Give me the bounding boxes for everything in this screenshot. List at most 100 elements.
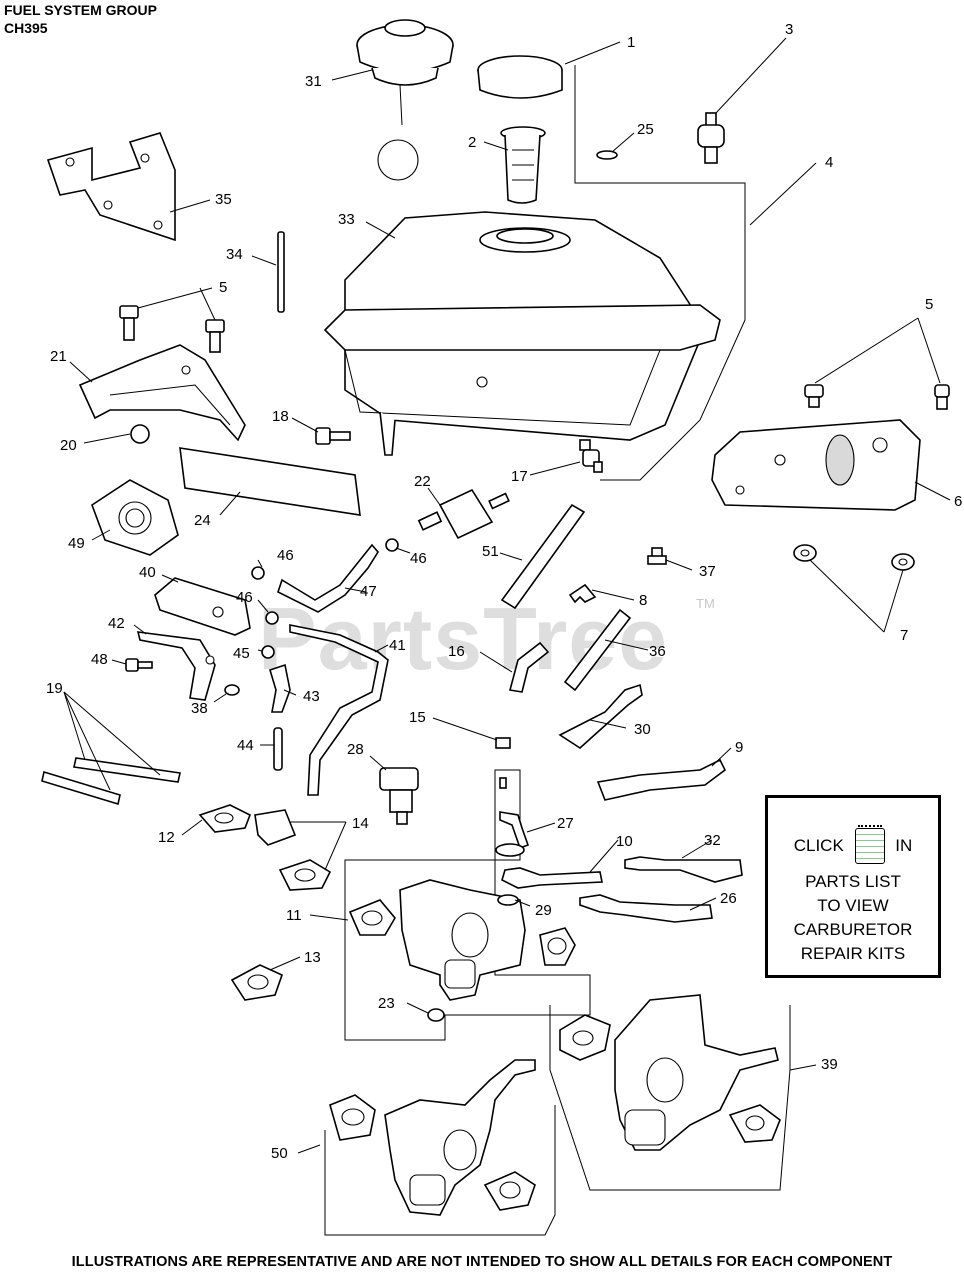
grommets[interactable] xyxy=(793,544,915,571)
hose-36[interactable] xyxy=(563,608,632,692)
corrugated-hose[interactable] xyxy=(509,641,550,693)
callout-line: TO VIEW xyxy=(817,896,889,915)
tank-pad-strip[interactable] xyxy=(179,447,361,516)
hose-clip[interactable] xyxy=(568,583,597,604)
part-label-13: 13 xyxy=(304,949,321,966)
part-label-34: 34 xyxy=(226,246,243,263)
tank-mount-bracket[interactable] xyxy=(78,344,246,442)
callout-lines: PARTS LIST TO VIEW CARBURETOR REPAIR KIT… xyxy=(768,870,938,966)
clip-15[interactable] xyxy=(495,737,511,749)
part-label-29: 29 xyxy=(535,902,552,919)
part-label-44: 44 xyxy=(237,737,254,754)
lever-10[interactable] xyxy=(501,867,603,889)
part-label-8: 8 xyxy=(639,592,647,609)
part-label-25: 25 xyxy=(637,121,654,138)
leader-lines xyxy=(63,37,951,1154)
bolt-48[interactable] xyxy=(125,658,153,672)
part-label-22: 22 xyxy=(414,473,431,490)
carburetor-repair-kits-callout[interactable]: CLICK IN PARTS LIST TO VIEW CARBURETOR R… xyxy=(765,795,941,978)
gasket-12[interactable] xyxy=(198,804,252,833)
lever-26[interactable] xyxy=(579,894,713,923)
flange-bolt-right[interactable] xyxy=(804,384,950,410)
part-label-2: 2 xyxy=(468,134,476,151)
part-label-46-a: 46 xyxy=(277,547,294,564)
fuel-tubes[interactable] xyxy=(41,757,181,806)
part-label-17: 17 xyxy=(511,468,528,485)
linkage-27[interactable] xyxy=(495,777,530,857)
part-label-19: 19 xyxy=(46,680,63,697)
hose-clamp-45[interactable] xyxy=(261,645,275,659)
tank-fitting[interactable] xyxy=(579,439,603,473)
part-label-38: 38 xyxy=(191,700,208,717)
flange-nut[interactable] xyxy=(130,424,150,444)
hose-43[interactable] xyxy=(269,663,291,713)
washer[interactable] xyxy=(596,150,618,160)
part-label-39: 39 xyxy=(821,1056,838,1073)
callout-row: CLICK IN xyxy=(768,825,938,864)
hose-51[interactable] xyxy=(500,503,586,610)
fuel-hose-47[interactable] xyxy=(277,543,379,613)
tank-pin[interactable] xyxy=(277,231,285,313)
page-title: FUEL SYSTEM GROUP xyxy=(4,2,157,18)
bracket-42[interactable] xyxy=(136,631,216,701)
part-label-7: 7 xyxy=(900,627,908,644)
fuel-solenoid[interactable] xyxy=(379,767,419,825)
lever-32[interactable] xyxy=(624,856,743,883)
choke-lever-30[interactable] xyxy=(558,683,643,750)
fuel-pump[interactable] xyxy=(91,479,179,556)
group-line-50 xyxy=(324,1105,556,1236)
callout-line: CARBURETOR xyxy=(793,920,913,939)
pump-bracket[interactable] xyxy=(154,577,251,636)
fuel-valve[interactable] xyxy=(697,112,725,164)
model-number: CH395 xyxy=(4,20,48,36)
group-line-carb-11 xyxy=(344,769,591,1041)
part-label-28: 28 xyxy=(347,741,364,758)
part-label-4: 4 xyxy=(825,154,833,171)
fitting-37[interactable] xyxy=(647,547,667,565)
part-label-35: 35 xyxy=(215,191,232,208)
notepad-icon[interactable] xyxy=(854,825,885,864)
part-label-45: 45 xyxy=(233,645,250,662)
part-label-16: 16 xyxy=(448,643,465,660)
o-ring-29[interactable] xyxy=(497,894,519,906)
group-line-4 xyxy=(574,65,746,481)
bolt-18[interactable] xyxy=(315,427,351,445)
washer-38[interactable] xyxy=(224,684,240,696)
part-label-49: 49 xyxy=(68,535,85,552)
part-label-15: 15 xyxy=(409,709,426,726)
part-label-41: 41 xyxy=(389,637,406,654)
hose-clamps[interactable] xyxy=(251,538,399,625)
carburetor-11[interactable] xyxy=(348,879,576,1001)
part-label-18: 18 xyxy=(272,408,289,425)
part-label-36: 36 xyxy=(649,643,666,660)
part-label-50: 50 xyxy=(271,1145,288,1162)
fuel-filter[interactable] xyxy=(417,488,510,540)
tank-bracket[interactable] xyxy=(46,132,176,242)
part-label-24: 24 xyxy=(194,512,211,529)
part-label-33: 33 xyxy=(338,211,355,228)
fuel-hose-41[interactable] xyxy=(289,624,389,796)
fuel-cap-with-tether[interactable] xyxy=(356,19,454,181)
part-label-31: 31 xyxy=(305,73,322,90)
drain-screw[interactable] xyxy=(427,1008,445,1022)
heat-shield[interactable] xyxy=(711,419,921,511)
flange-bolt-left[interactable] xyxy=(119,305,225,353)
part-label-21: 21 xyxy=(50,348,67,365)
part-label-26: 26 xyxy=(720,890,737,907)
part-label-10: 10 xyxy=(616,833,633,850)
spacer-14[interactable] xyxy=(254,809,332,891)
part-label-9: 9 xyxy=(735,739,743,756)
choke-lever-9[interactable] xyxy=(596,758,727,801)
fuel-strainer[interactable] xyxy=(500,126,546,204)
part-label-42: 42 xyxy=(108,615,125,632)
gasket-13[interactable] xyxy=(230,964,283,1001)
fuel-tank[interactable] xyxy=(323,211,721,456)
carburetor-assembly-50[interactable] xyxy=(329,1059,536,1216)
trademark-mark: TM xyxy=(696,596,715,611)
carburetor-assembly-39[interactable] xyxy=(559,994,781,1151)
part-label-43: 43 xyxy=(303,688,320,705)
group-line-39 xyxy=(549,1005,791,1191)
tube-44[interactable] xyxy=(273,727,283,771)
tank-cap[interactable] xyxy=(477,55,563,99)
